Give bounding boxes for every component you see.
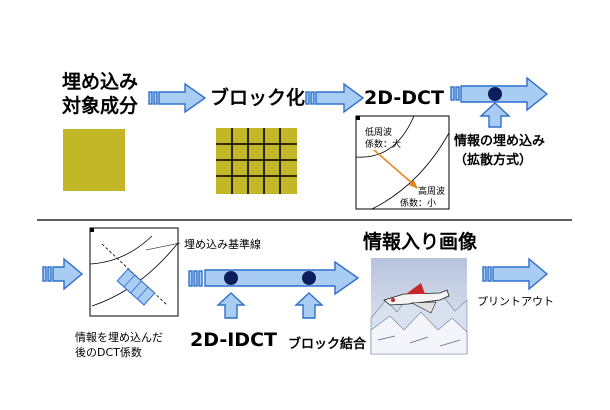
block-join-point-dot (302, 271, 316, 285)
label-high-frequency: 高周波 (418, 187, 446, 197)
label-2d-idct: 2D-IDCT (190, 329, 277, 351)
arrow-dct-to-embed (450, 76, 549, 112)
embed-point-dot (488, 87, 502, 101)
label-blocking: ブロック化 (210, 87, 306, 109)
blocked-image (216, 128, 297, 194)
arrow-embed-to-block (148, 82, 207, 114)
embedded-dct-plot (89, 227, 181, 317)
embed-input-arrow (479, 102, 511, 128)
dct-coefficient-plot (355, 115, 450, 210)
idct-input-arrow (216, 292, 246, 319)
idct-point-dot (224, 271, 238, 285)
watermarked-image (370, 258, 468, 355)
label-embed-target-line2: 対象成分 (62, 95, 139, 117)
label-low-frequency: 低周波 (365, 128, 393, 138)
label-block-join: ブロック結合 (288, 337, 367, 352)
label-info-embed-line1: 情報の埋め込み (454, 134, 546, 149)
label-2d-dct: 2D-DCT (364, 87, 444, 109)
arrow-to-printout (482, 257, 549, 291)
label-info-image: 情報入り画像 (363, 231, 478, 253)
embed-target-block (63, 129, 125, 191)
label-coef-after-line2: 後のDCT係数 (75, 346, 142, 359)
label-embedding-baseline: 埋め込み基準線 (184, 238, 261, 251)
label-printout: プリントアウト (477, 295, 554, 308)
arrow-block-to-dct (305, 82, 365, 114)
label-high-frequency-coef: 係数：小 (400, 199, 437, 209)
label-coef-after-line1: 情報を埋め込んだ (75, 331, 163, 344)
arrow-idct-to-image (188, 260, 360, 296)
arrow-into-coefficients (42, 257, 84, 291)
block-join-input-arrow (294, 292, 324, 319)
label-info-embed-line2: （拡散方式） (454, 153, 533, 168)
label-low-frequency-coef: 係数：大 (365, 140, 402, 150)
label-embed-target-line1: 埋め込み (62, 71, 139, 93)
